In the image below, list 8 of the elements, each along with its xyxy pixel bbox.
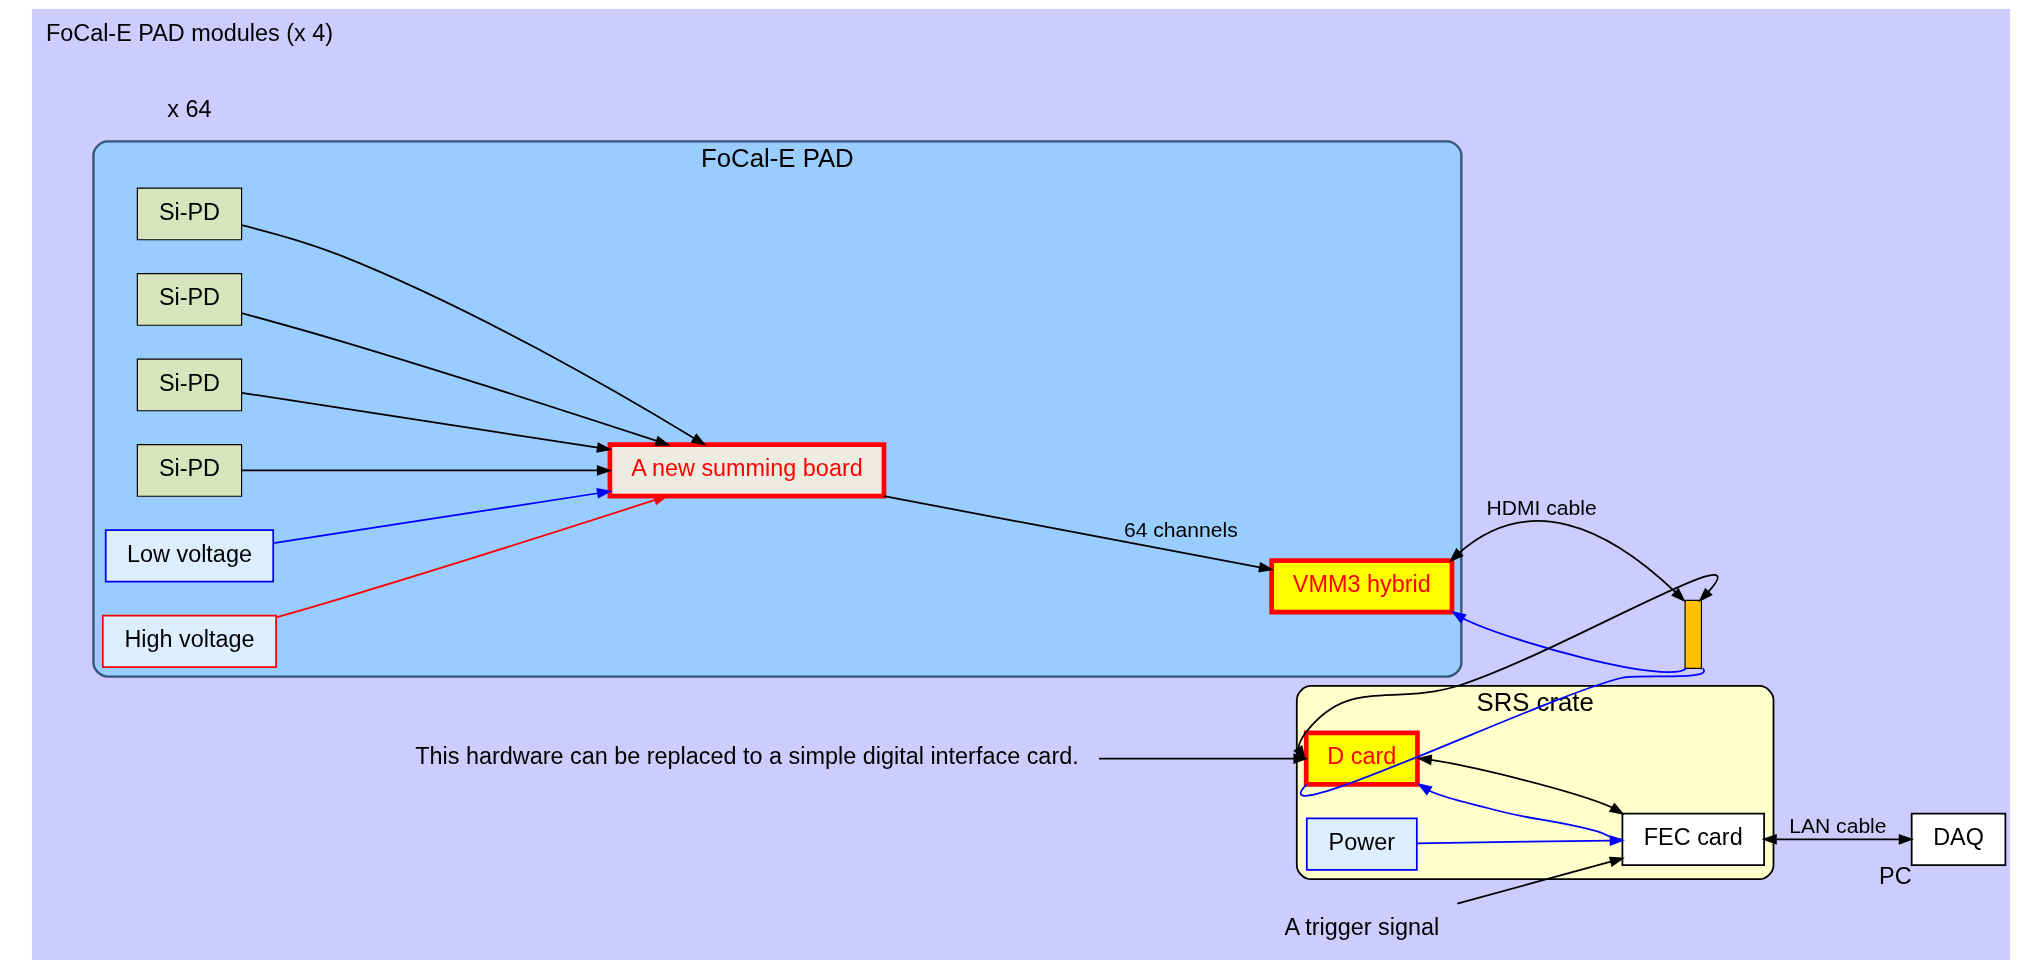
edge-label: LAN cable [1789, 813, 1887, 837]
label: FoCal-E PAD modules (x 4) [45, 19, 333, 46]
edge-label: HDMI cable [1486, 495, 1597, 519]
edge-label: 64 channels [1124, 517, 1238, 540]
node-label: PC [1879, 862, 1912, 889]
node-text: A trigger signal [1284, 913, 1440, 940]
node-text: This hardware can be replaced to a simple digital interface card. [415, 742, 1079, 769]
label: x 64 [167, 95, 212, 122]
